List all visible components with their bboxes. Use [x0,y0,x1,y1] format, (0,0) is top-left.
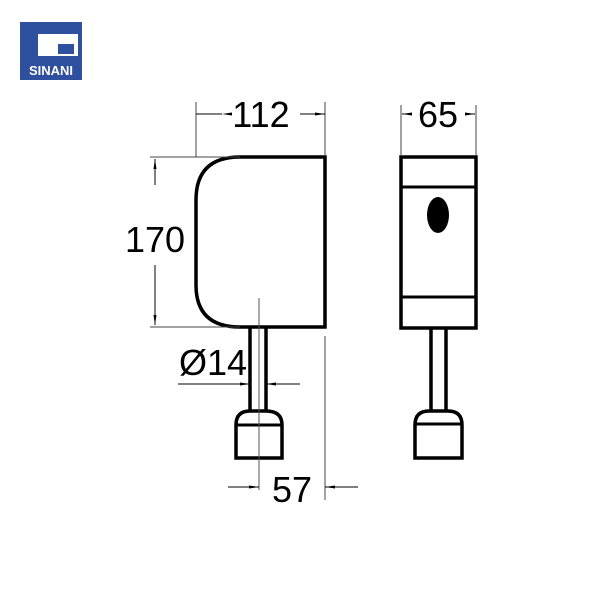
logo-text: SINANI [29,63,73,78]
side-body-outline [399,155,478,330]
front-view [194,155,327,490]
side-view [399,155,478,460]
offset-label: 57 [272,469,312,510]
sinani-logo: SINANI [20,22,82,80]
side-nut-outline [413,409,464,460]
width-label: 112 [232,94,289,135]
logo-notch [58,44,74,54]
diameter-label: Ø14 [179,342,247,383]
dim-width-65: 65 [400,94,477,155]
side-width-label: 65 [418,94,458,135]
dim-diameter-14: Ø14 [178,342,300,386]
dim-width-112: 112 [195,94,326,157]
dim-height-170: 170 [125,156,240,328]
dim-offset-57: 57 [228,336,358,510]
front-nut-outline [234,409,284,460]
front-body-outline [194,155,327,329]
sensor-window-icon [427,197,449,233]
height-label: 170 [125,219,185,260]
